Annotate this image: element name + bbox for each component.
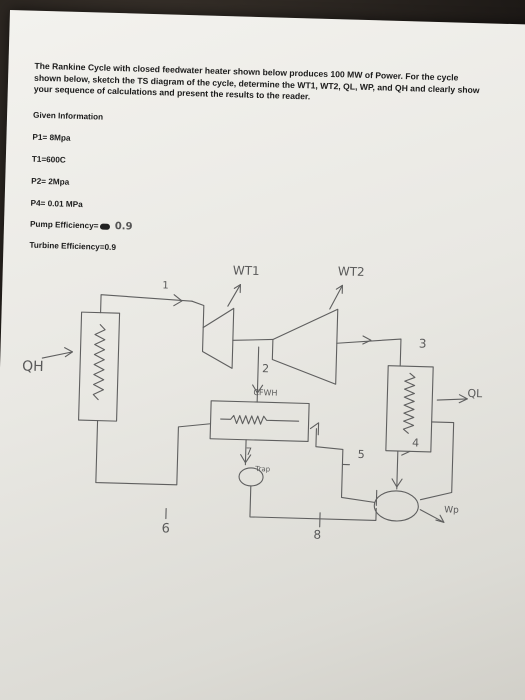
label-ql: QL (467, 387, 483, 400)
label-state-3: 3 (419, 337, 427, 351)
condenser-coil (402, 372, 416, 434)
label-state-2: 2 (262, 362, 269, 375)
ql-arrow (436, 398, 468, 401)
line-state-8 (249, 485, 377, 521)
line-state-6 (95, 420, 212, 486)
line-state-5 (315, 428, 375, 503)
cfwh-coil (220, 414, 300, 425)
boiler-coil (92, 324, 106, 401)
turbine-2 (271, 308, 339, 385)
label-state-6: 6 (161, 521, 170, 536)
label-wp: Wp (444, 505, 459, 515)
wt1-arrow (227, 283, 241, 307)
line-state-4 (396, 450, 399, 490)
condenser (385, 365, 434, 453)
cfwh (209, 400, 310, 443)
paper-sheet: The Rankine Cycle with closed feedwater … (0, 10, 525, 700)
turbine-1 (201, 307, 235, 369)
line-state-7 (244, 439, 247, 466)
line-state-3 (336, 338, 402, 367)
label-wt1: WT1 (233, 263, 260, 278)
label-state-4: 4 (412, 436, 419, 449)
label-wt2: WT2 (338, 264, 365, 279)
label-state-7: 7 (246, 447, 253, 458)
wp-arrow (419, 509, 445, 523)
label-state-8: 8 (313, 528, 321, 542)
label-cfwh: CFWH (253, 388, 277, 398)
cycle-diagram: WT1 WT2 QH QL Wp CFWH Trap 1 2 3 4 5 6 7… (22, 263, 483, 542)
pump (373, 490, 419, 522)
label-state-5: 5 (358, 448, 365, 461)
label-state-1: 1 (162, 280, 169, 291)
label-trap: Trap (254, 465, 271, 473)
label-qh: QH (22, 358, 44, 375)
wt2-arrow (329, 284, 343, 310)
line-state-1 (100, 294, 193, 314)
qh-arrow (41, 351, 74, 359)
turbine-shaft (232, 338, 274, 341)
